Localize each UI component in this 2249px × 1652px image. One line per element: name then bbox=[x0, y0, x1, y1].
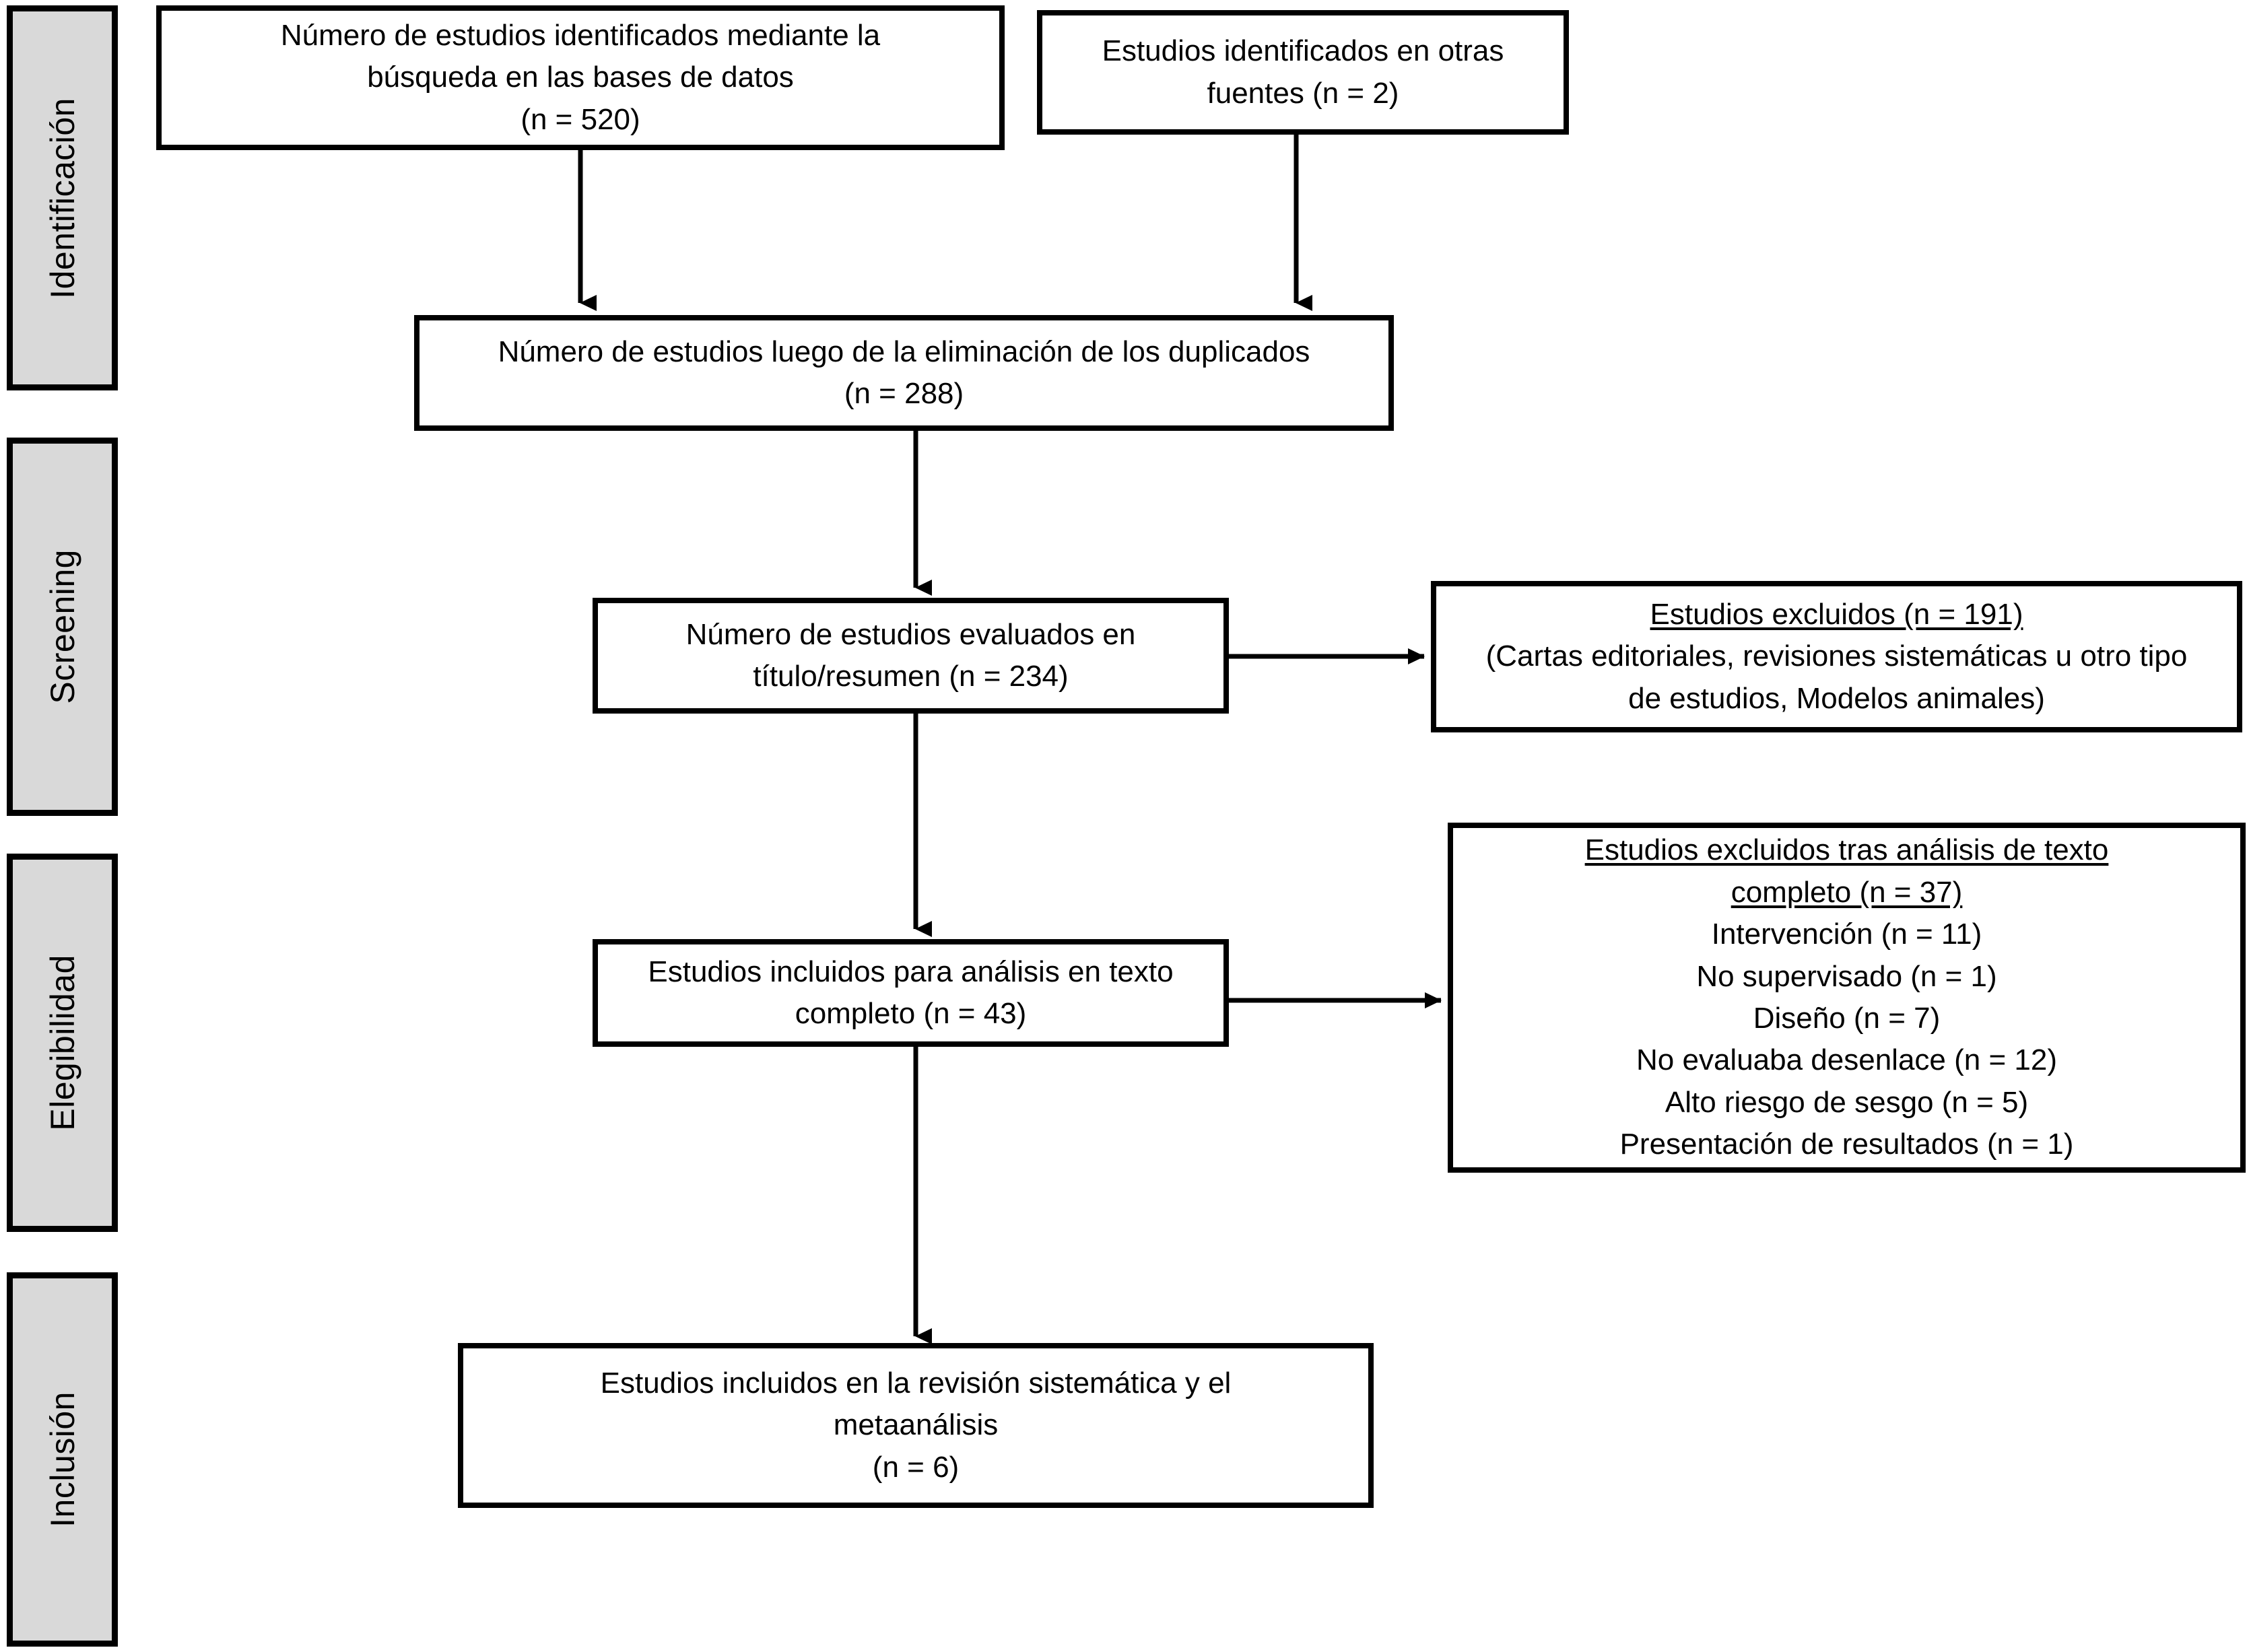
stage-screening: Screening bbox=[7, 438, 118, 816]
node-excluded-heading-line-1: Estudios excluidos tras análisis de text… bbox=[1584, 833, 2109, 867]
node-line-1: Estudios identificados en otras bbox=[1102, 34, 1504, 68]
exclusion-reason: Presentación de resultados (n = 1) bbox=[1619, 1128, 2074, 1161]
node-line-3: de estudios, Modelos animales) bbox=[1628, 681, 2045, 715]
node-excluded-heading-line-2: completo (n = 37) bbox=[1731, 875, 1963, 909]
stage-identificacion: Identificación bbox=[7, 5, 118, 390]
stage-elegibilidad: Elegibilidad bbox=[7, 854, 118, 1232]
node-line-2: (Cartas editoriales, revisiones sistemát… bbox=[1485, 640, 2188, 673]
node-line-1: Número de estudios identificados mediant… bbox=[280, 18, 881, 52]
node-count: título/resumen (n = 234) bbox=[753, 660, 1069, 693]
node-line-1: Estudios incluidos para análisis en text… bbox=[648, 955, 1174, 988]
exclusion-reason: No supervisado (n = 1) bbox=[1696, 959, 1997, 993]
node-records-identified-databases: Número de estudios identificados mediant… bbox=[156, 5, 1005, 150]
node-line-2: metaanálisis bbox=[833, 1408, 999, 1442]
stage-label-inclusion: Inclusión bbox=[43, 1391, 81, 1527]
stage-label-identificacion: Identificación bbox=[43, 97, 81, 299]
exclusion-reason: No evaluaba desenlace (n = 12) bbox=[1636, 1043, 2057, 1077]
node-count: (n = 6) bbox=[872, 1450, 960, 1484]
node-records-after-duplicates-removed: Número de estudios luego de la eliminaci… bbox=[414, 315, 1394, 431]
node-count: (n = 288) bbox=[844, 377, 964, 410]
node-line-2: búsqueda en las bases de datos bbox=[367, 61, 794, 94]
node-records-identified-other-sources: Estudios identificados en otras fuentes … bbox=[1037, 10, 1569, 135]
node-count: completo (n = 43) bbox=[795, 997, 1027, 1030]
node-studies-included: Estudios incluidos en la revisión sistem… bbox=[458, 1343, 1374, 1508]
node-records-screened-title-abstract: Número de estudios evaluados en título/r… bbox=[593, 598, 1229, 714]
stage-label-elegibilidad: Elegibilidad bbox=[43, 955, 81, 1131]
node-line-1: Número de estudios luego de la eliminaci… bbox=[498, 335, 1310, 368]
stage-label-screening: Screening bbox=[43, 549, 81, 704]
node-records-excluded-screening: Estudios excluidos (n = 191) (Cartas edi… bbox=[1431, 581, 2242, 732]
exclusion-reason: Intervención (n = 11) bbox=[1711, 918, 1982, 951]
node-count: (n = 520) bbox=[521, 102, 640, 136]
node-line-1: Estudios incluidos en la revisión sistem… bbox=[600, 1366, 1232, 1400]
node-count: fuentes (n = 2) bbox=[1207, 76, 1399, 110]
node-excluded-heading: Estudios excluidos (n = 191) bbox=[1650, 597, 2023, 631]
exclusion-reason: Alto riesgo de sesgo (n = 5) bbox=[1665, 1085, 2029, 1119]
node-fulltext-assessed: Estudios incluidos para análisis en text… bbox=[593, 939, 1229, 1047]
node-fulltext-excluded: Estudios excluidos tras análisis de text… bbox=[1448, 823, 2246, 1173]
exclusion-reason: Diseño (n = 7) bbox=[1753, 1002, 1941, 1035]
stage-inclusion: Inclusión bbox=[7, 1272, 118, 1647]
node-line-1: Número de estudios evaluados en bbox=[685, 617, 1136, 651]
